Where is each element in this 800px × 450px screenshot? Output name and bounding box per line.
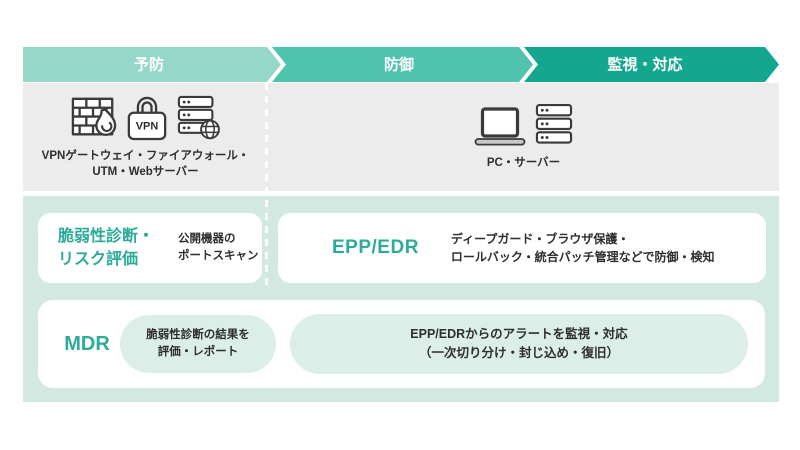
- perimeter-caption-line1: VPNゲートウェイ・ファイアウォール・: [41, 150, 250, 162]
- vulnerability-assessment-title: 脆弱性診断・ リスク評価: [58, 225, 154, 271]
- perimeter-caption-line2: UTM・Webサーバー: [92, 166, 199, 178]
- mdr-report-pill: 脆弱性診断の結果を 評価・レポート: [120, 315, 276, 373]
- phase-label-prevention: 予防: [134, 56, 164, 74]
- vpn-lock-icon: VPN: [127, 96, 166, 141]
- mdr-card: MDR 脆弱性診断の結果を 評価・レポート EPP/EDRからのアラートを監視・…: [38, 300, 765, 388]
- endpoint-caption: PC・サーバー: [487, 155, 560, 171]
- phase-arrow-prevention: [23, 47, 281, 82]
- epp-edr-card: EPP/EDR ディープガード・ブラウザ保護・ ロールバック・統合パッチ管理など…: [278, 213, 766, 283]
- laptop-icon: [474, 107, 526, 146]
- phase-label-monitor: 監視・対応: [607, 56, 682, 74]
- phase-arrow-monitor: [524, 47, 779, 82]
- endpoint-assets: PC・サーバー: [268, 83, 779, 191]
- endpoint-icons-row: [474, 103, 573, 148]
- perimeter-assets: VPN: [23, 83, 268, 191]
- mdr-report-line1: 脆弱性診断の結果を: [146, 329, 250, 341]
- firewall-icon: [71, 97, 116, 136]
- vulnerability-note-line1: 公開機器の: [178, 233, 236, 245]
- epp-edr-desc-line1: ディープガード・ブラウザ保護・: [450, 232, 630, 246]
- vpn-badge-text: VPN: [135, 121, 158, 133]
- vulnerability-note-line2: ポートスキャン: [178, 250, 259, 262]
- mdr-monitor-line1: EPP/EDRからのアラートを監視・対応: [410, 327, 628, 341]
- epp-edr-desc-line2: ロールバック・統合パッチ管理などで防御・検知: [450, 250, 715, 264]
- vulnerability-assessment-note: 公開機器の ポートスキャン: [178, 231, 259, 265]
- perimeter-icons-row: VPN: [71, 94, 221, 141]
- epp-edr-title: EPP/EDR: [332, 237, 419, 258]
- phase-label-defense: 防御: [384, 56, 414, 74]
- server-globe-icon: [177, 95, 220, 140]
- phase-arrow-defense: [272, 47, 533, 82]
- globe-icon: [199, 119, 220, 140]
- column-dashed-divider: [265, 83, 268, 290]
- mdr-monitor-line2: （一次切り分け・封じ込め・復旧）: [418, 346, 619, 360]
- mdr-monitor-pill: EPP/EDRからのアラートを監視・対応 （一次切り分け・封じ込め・復旧）: [290, 314, 748, 374]
- vulnerability-title-line2: リスク評価: [58, 251, 139, 268]
- mdr-report-line2: 評価・レポート: [157, 346, 239, 358]
- vulnerability-assessment-card: 脆弱性診断・ リスク評価 公開機器の ポートスキャン: [38, 213, 262, 283]
- mdr-title: MDR: [64, 332, 110, 355]
- epp-edr-description: ディープガード・ブラウザ保護・ ロールバック・統合パッチ管理などで防御・検知: [451, 230, 715, 266]
- endpoint-caption-line: PC・サーバー: [486, 157, 561, 169]
- perimeter-caption: VPNゲートウェイ・ファイアウォール・ UTM・Webサーバー: [42, 148, 250, 180]
- server-rack-icon: [535, 103, 573, 144]
- phase-banner: 予防 防御 監視・対応: [23, 47, 779, 82]
- vulnerability-title-line1: 脆弱性診断・: [58, 228, 155, 245]
- services-band: 脆弱性診断・ リスク評価 公開機器の ポートスキャン EPP/EDR ディープガ…: [23, 196, 779, 402]
- infrastructure-band: VPN: [23, 83, 779, 191]
